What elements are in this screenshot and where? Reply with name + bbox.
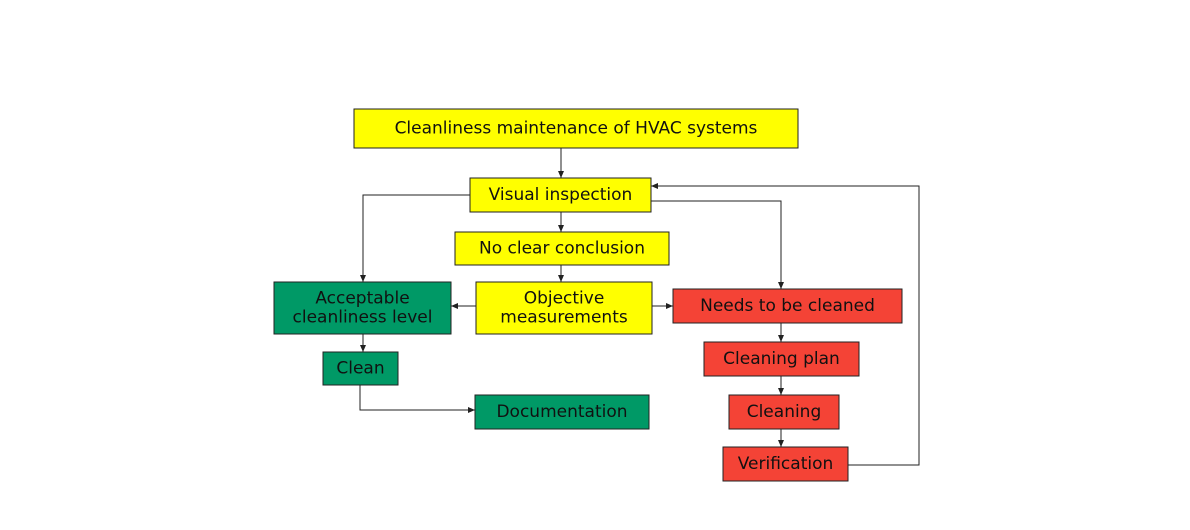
node-label-clean: Clean <box>336 359 384 379</box>
node-box-visual-inspection <box>469 177 652 213</box>
node-box-documentation <box>474 394 650 430</box>
arrow-clean-to-documentation <box>359 385 475 413</box>
node-label-cleaning-plan: Cleaning plan <box>723 349 840 369</box>
arrow-verification-to-visual-inspection <box>651 183 920 466</box>
arrow-visual-inspection-to-needs-to-be-cleaned <box>651 200 784 289</box>
node-box-objective-measurements <box>475 281 653 335</box>
node-box-no-clear-conclusion <box>454 231 670 266</box>
node-box-cleanliness-maintenance <box>353 108 799 149</box>
node-label-visual-inspection: Visual inspection <box>489 185 633 205</box>
node-label-cleaning: Cleaning <box>747 402 822 422</box>
node-label-objective-measurements-line-1: Objective <box>524 289 605 309</box>
node-clean: Clean <box>322 351 399 386</box>
node-box-clean <box>322 351 399 386</box>
node-cleaning-plan: Cleaning plan <box>703 341 860 377</box>
node-box-needs-to-be-cleaned <box>672 288 903 324</box>
nodes: Cleanliness maintenance of HVAC systemsV… <box>273 108 903 482</box>
node-label-acceptable-cleanliness-line-2: cleanliness level <box>293 308 433 328</box>
connectors <box>359 148 920 466</box>
node-box-cleaning-plan <box>703 341 860 377</box>
node-verification: Verification <box>722 446 849 482</box>
node-box-cleaning <box>728 394 840 430</box>
arrow-visual-inspection-to-acceptable-cleanliness <box>360 194 470 282</box>
node-box-acceptable-cleanliness <box>273 281 452 335</box>
node-label-documentation: Documentation <box>496 402 627 422</box>
node-label-needs-to-be-cleaned: Needs to be cleaned <box>700 296 875 316</box>
node-label-cleanliness-maintenance: Cleanliness maintenance of HVAC systems <box>395 119 758 139</box>
node-label-objective-measurements-line-2: measurements <box>500 308 628 328</box>
node-box-verification <box>722 446 849 482</box>
node-label-verification: Verification <box>738 454 834 474</box>
node-label-acceptable-cleanliness-line-1: Acceptable <box>315 289 409 309</box>
node-documentation: Documentation <box>474 394 650 430</box>
node-visual-inspection: Visual inspection <box>469 177 652 213</box>
node-cleaning: Cleaning <box>728 394 840 430</box>
node-needs-to-be-cleaned: Needs to be cleaned <box>672 288 903 324</box>
node-no-clear-conclusion: No clear conclusion <box>454 231 670 266</box>
node-cleanliness-maintenance: Cleanliness maintenance of HVAC systems <box>353 108 799 149</box>
node-label-no-clear-conclusion: No clear conclusion <box>479 239 645 259</box>
